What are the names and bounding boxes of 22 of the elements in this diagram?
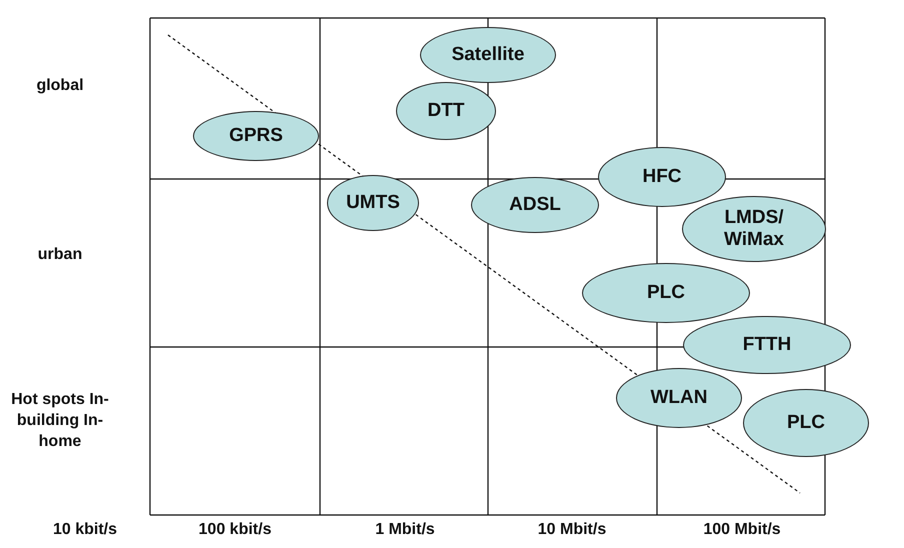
technology-label: PLC xyxy=(787,412,825,434)
technology-label: PLC xyxy=(647,282,685,304)
row-label: global xyxy=(35,76,85,96)
technology-label: WLAN xyxy=(650,387,708,409)
axis-tick-label: 10 kbit/s xyxy=(52,520,118,540)
technology-label: HFC xyxy=(642,166,682,188)
technology-label: Satellite xyxy=(452,44,524,66)
row-label: Hot spots In-building In-home xyxy=(10,390,110,452)
technology-label: DTT xyxy=(428,100,464,122)
technology-label: FTTH xyxy=(742,334,792,356)
ellipse-node xyxy=(193,111,319,161)
technology-label: UMTS xyxy=(346,192,400,214)
axis-tick-label: 1 Mbit/s xyxy=(375,520,435,540)
ellipse-node xyxy=(682,196,826,262)
technology-label: ADSL xyxy=(509,194,561,216)
axis-tick-label: 10 Mbit/s xyxy=(538,520,606,540)
ellipse-node xyxy=(616,368,742,428)
technology-label: LMDS/ WiMax xyxy=(722,207,785,251)
technology-label: GPRS xyxy=(229,125,283,147)
axis-tick-label: 100 Mbit/s xyxy=(703,520,781,540)
row-label: urban xyxy=(36,245,84,265)
axis-tick-label: 100 kbit/s xyxy=(198,520,272,540)
